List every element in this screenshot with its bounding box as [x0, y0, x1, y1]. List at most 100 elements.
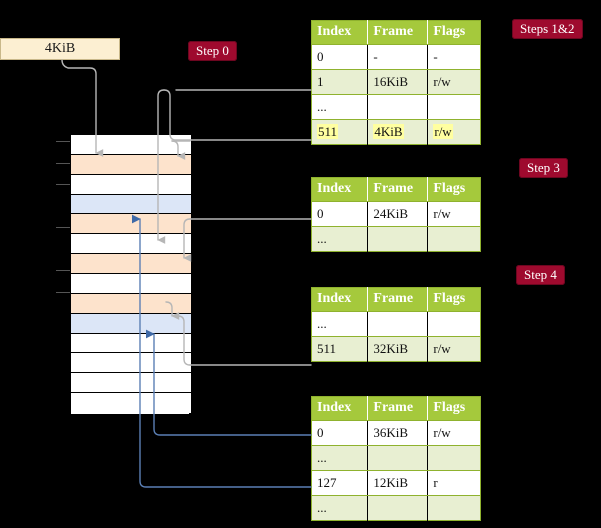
table-header-row: Index Frame Flags	[311, 287, 481, 312]
highlighted-value: 4KiB	[373, 124, 404, 139]
cell-flags: r/w	[427, 336, 481, 362]
badge-step-4: Step 4	[516, 265, 565, 285]
cell-flags: r/w	[427, 69, 481, 95]
cell-frame: 12KiB	[367, 470, 429, 496]
cell-index: ...	[311, 94, 369, 120]
cell-flags: r	[427, 470, 481, 496]
wire-table1-row511-in	[163, 89, 312, 141]
cell-index: ...	[311, 311, 369, 337]
cell-index: 1	[311, 69, 369, 95]
table-header-row: Index Frame Flags	[311, 396, 481, 421]
cell-index: 511	[311, 336, 369, 362]
column-header-frame: Frame	[367, 177, 429, 202]
highlighted-value: r/w	[433, 124, 453, 139]
memory-frame-row	[71, 293, 191, 314]
column-header-index: Index	[311, 20, 369, 45]
physical-memory-column	[70, 134, 191, 415]
memory-tick	[56, 163, 70, 164]
memory-frame-row	[71, 393, 191, 413]
cell-frame	[367, 226, 429, 252]
column-header-flags: Flags	[427, 287, 481, 312]
cell-frame	[367, 445, 429, 471]
memory-tick	[56, 141, 70, 142]
memory-frame-row	[71, 333, 191, 354]
cell-flags	[427, 311, 481, 337]
highlighted-value: 511	[317, 124, 339, 139]
column-header-index: Index	[311, 396, 369, 421]
column-header-frame: Frame	[367, 20, 429, 45]
memory-frame-row	[71, 313, 191, 334]
cell-index: 511	[311, 119, 369, 145]
cell-flags	[427, 445, 481, 471]
column-header-frame: Frame	[367, 396, 429, 421]
cell-index: 0	[311, 201, 369, 227]
memory-frame-row	[71, 174, 191, 195]
column-header-frame: Frame	[367, 287, 429, 312]
memory-tick	[56, 270, 70, 271]
cell-frame	[367, 311, 429, 337]
cell-flags: r/w	[427, 119, 481, 145]
table-row: ...	[311, 311, 481, 337]
cell-frame: 24KiB	[367, 201, 429, 227]
table-row: 0--	[311, 44, 481, 70]
cell-index: ...	[311, 495, 369, 521]
cell-index: 0	[311, 44, 369, 70]
table-row: ...	[311, 94, 481, 120]
memory-frame-row	[71, 274, 191, 294]
cell-frame	[367, 495, 429, 521]
cell-flags	[427, 94, 481, 120]
cell-flags: r/w	[427, 201, 481, 227]
memory-frame-row	[71, 254, 191, 274]
table-row: ...	[311, 226, 481, 252]
memory-tick	[56, 184, 70, 185]
memory-frame-row	[71, 194, 191, 215]
cell-index: 127	[311, 470, 369, 496]
badge-step-0: Step 0	[188, 41, 237, 61]
cell-flags	[427, 226, 481, 252]
memory-frame-row	[71, 214, 191, 235]
cell-flags	[427, 495, 481, 521]
memory-frame-row	[71, 154, 191, 175]
cell-index: 0	[311, 420, 369, 446]
cell-index: ...	[311, 226, 369, 252]
memory-frame-row	[71, 234, 191, 255]
badge-steps-1-2: Steps 1&2	[512, 19, 583, 39]
memory-frame-row	[71, 373, 191, 394]
table-header-row: Index Frame Flags	[311, 20, 481, 45]
column-header-flags: Flags	[427, 177, 481, 202]
cell-flags: -	[427, 44, 481, 70]
cell-frame	[367, 94, 429, 120]
cell-flags: r/w	[427, 420, 481, 446]
cell-frame: -	[367, 44, 429, 70]
cell-frame: 4KiB	[367, 119, 429, 145]
table-row: ...	[311, 445, 481, 471]
column-header-index: Index	[311, 177, 369, 202]
memory-tick	[56, 227, 70, 228]
cell-index: ...	[311, 445, 369, 471]
table-header-row: Index Frame Flags	[311, 177, 481, 202]
memory-frame-row	[71, 353, 191, 374]
column-header-flags: Flags	[427, 20, 481, 45]
table-row: 511 4KiB r/w	[311, 119, 481, 145]
cell-frame: 32KiB	[367, 336, 429, 362]
column-header-index: Index	[311, 287, 369, 312]
source-frame-box: 4KiB	[0, 38, 120, 60]
cell-frame: 16KiB	[367, 69, 429, 95]
table-row: ...	[311, 495, 481, 521]
cell-frame: 36KiB	[367, 420, 429, 446]
column-header-flags: Flags	[427, 396, 481, 421]
